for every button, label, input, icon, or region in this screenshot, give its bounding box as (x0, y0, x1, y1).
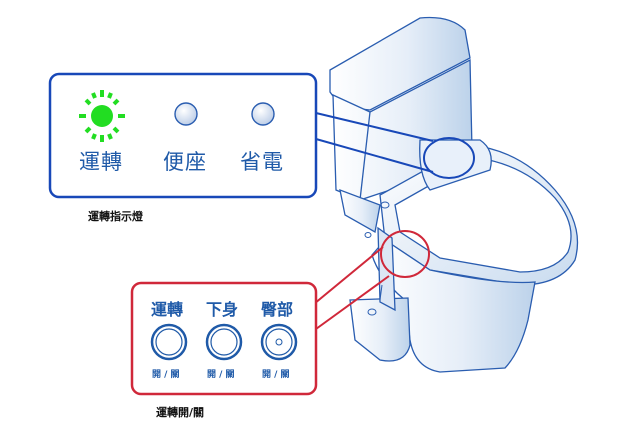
button-onoff-rear: 開 / 關 (262, 370, 290, 380)
button-label-operation: 運轉 (151, 300, 184, 319)
button-onoff-lower-body: 開 / 關 (207, 370, 235, 380)
indicator-label-operation: 運轉 (79, 150, 123, 174)
indicator-label-seat: 便座 (163, 150, 207, 174)
switch-caption: 運轉開/關 (156, 406, 205, 419)
toilet-back (339, 188, 381, 234)
indicator-caption: 運轉指示燈 (88, 210, 143, 223)
indicator-panel (48, 72, 318, 199)
rear-button-dot (275, 338, 283, 346)
toilet (329, 16, 579, 373)
button-label-lower-body: 下身 (206, 300, 239, 319)
toilet-base (349, 297, 411, 362)
switch-zoom-circle (380, 230, 430, 278)
led-operation-on (91, 105, 113, 127)
indicator-zoom (315, 112, 475, 179)
button-onoff-operation: 開 / 關 (152, 370, 180, 380)
led-on-rays (79, 90, 125, 142)
button-label-rear: 臀部 (261, 300, 294, 319)
indicator-label-save: 省電 (240, 150, 284, 174)
led-seat-off (174, 102, 198, 126)
indicator-zoom-circle (423, 137, 475, 179)
led-save-off (251, 102, 275, 126)
